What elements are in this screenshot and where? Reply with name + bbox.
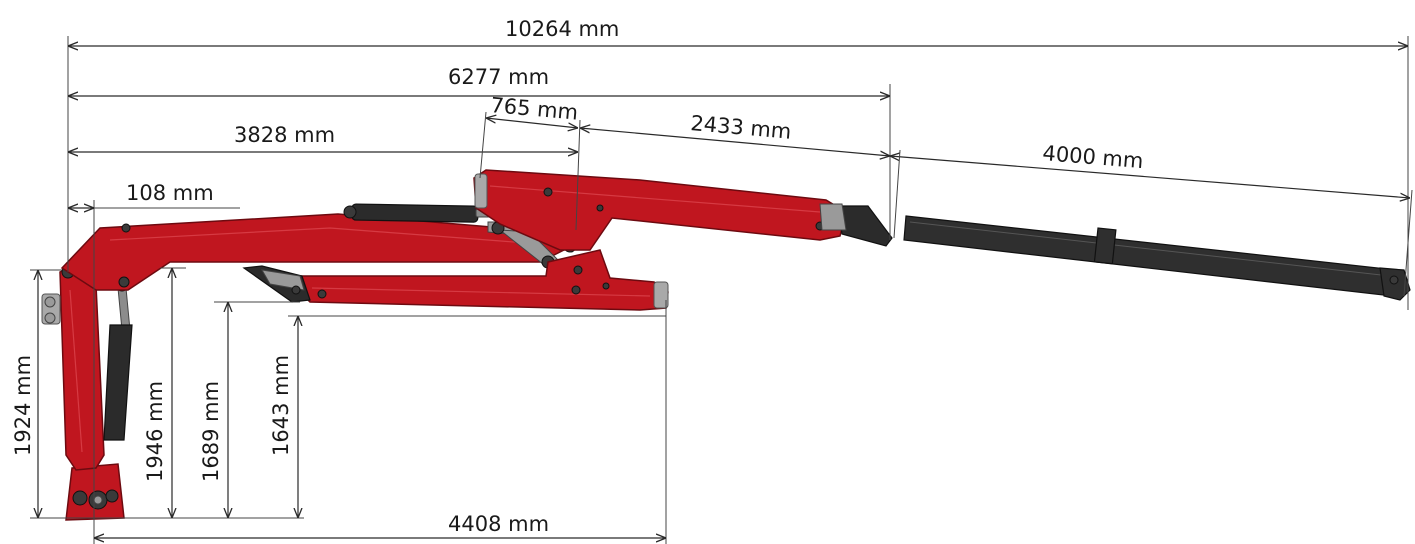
crane-illustration [41,169,1411,521]
lower-boom-end [242,265,311,303]
lower-boom [295,249,669,311]
extension-boom [903,215,1411,301]
label-4408: 4408 mm [448,512,549,536]
dim-line-4000 [890,156,1410,198]
crane-base [65,463,125,521]
lift-cylinder [103,280,133,441]
dimension-lines [30,36,1413,544]
label-1643: 1643 mm [269,355,293,456]
label-108: 108 mm [126,181,214,205]
label-3828: 3828 mm [234,123,335,147]
jib-tip [819,203,893,247]
dim-line-2433 [580,128,890,156]
outer-boom [473,169,847,251]
label-4000: 4000 mm [1042,141,1145,173]
label-main-reach: 6277 mm [448,65,549,89]
dim-line-765 [486,118,578,128]
label-1924: 1924 mm [11,355,35,456]
label-total-reach: 10264 mm [505,17,619,41]
label-1946: 1946 mm [143,381,167,482]
crane-column [41,261,105,471]
label-1689: 1689 mm [199,381,223,482]
